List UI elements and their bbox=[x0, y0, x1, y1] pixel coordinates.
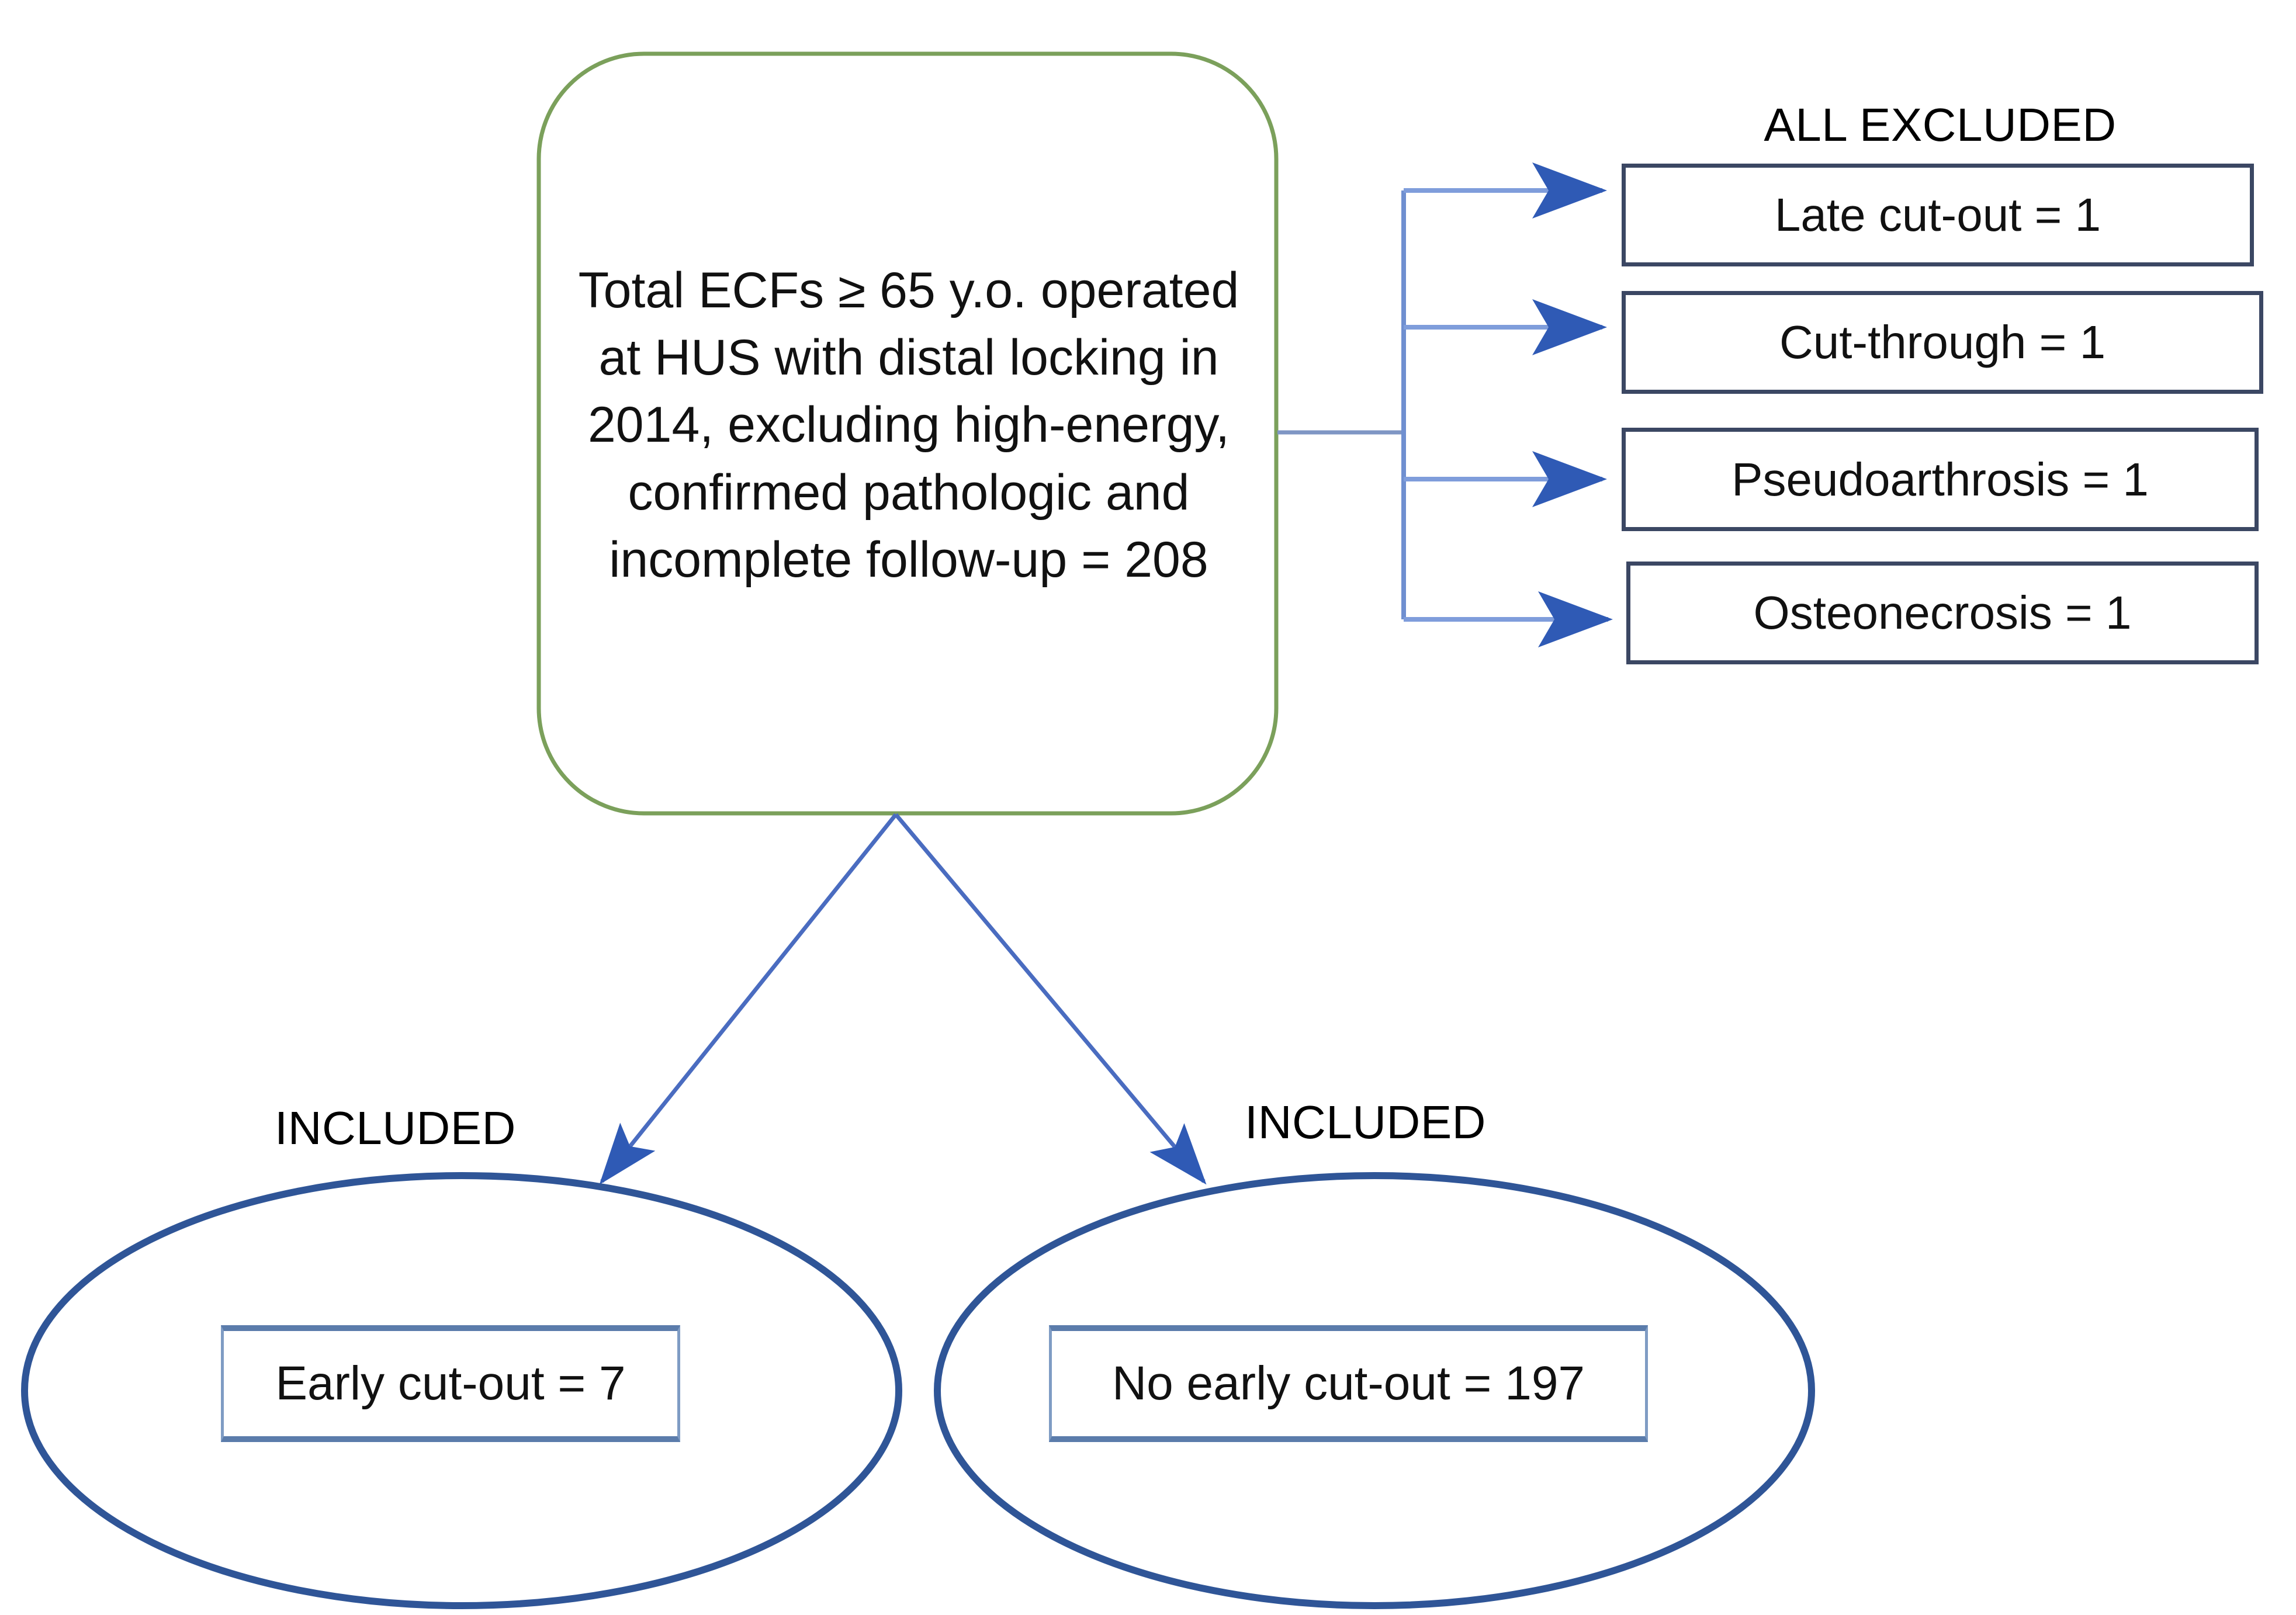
excluded-box-osteonecrosis[interactable]: Osteonecrosis = 1 bbox=[1626, 562, 2259, 664]
excluded-box-late-cut-out[interactable]: Late cut-out = 1 bbox=[1622, 164, 2254, 266]
excluded-box-label: Late cut-out = 1 bbox=[1774, 189, 2101, 241]
excluded-box-label: Cut-through = 1 bbox=[1779, 316, 2106, 368]
excluded-box-label: Osteonecrosis = 1 bbox=[1753, 587, 2132, 639]
arrow-to-included-right bbox=[894, 813, 1207, 1185]
all-excluded-header: ALL EXCLUDED bbox=[1764, 99, 2117, 151]
arrow-to-included-left bbox=[599, 813, 898, 1185]
main-node-text: Total ECFs ≥ 65 y.o. operated at HUS wit… bbox=[578, 262, 1239, 588]
excluded-box-cut-through[interactable]: Cut-through = 1 bbox=[1622, 291, 2263, 394]
excluded-box-label: Pseudoarthrosis = 1 bbox=[1731, 453, 2149, 505]
outcome-box-early-cut-out[interactable]: Early cut-out = 7 bbox=[221, 1325, 680, 1442]
included-label-left: INCLUDED bbox=[275, 1102, 516, 1154]
excluded-box-pseudoarthrosis[interactable]: Pseudoarthrosis = 1 bbox=[1622, 428, 2259, 531]
outcome-box-no-early-cut-out[interactable]: No early cut-out = 197 bbox=[1049, 1325, 1648, 1442]
included-label-right: INCLUDED bbox=[1245, 1096, 1486, 1148]
outcome-box-label: Early cut-out = 7 bbox=[275, 1357, 626, 1410]
outcome-box-label: No early cut-out = 197 bbox=[1111, 1357, 1585, 1410]
